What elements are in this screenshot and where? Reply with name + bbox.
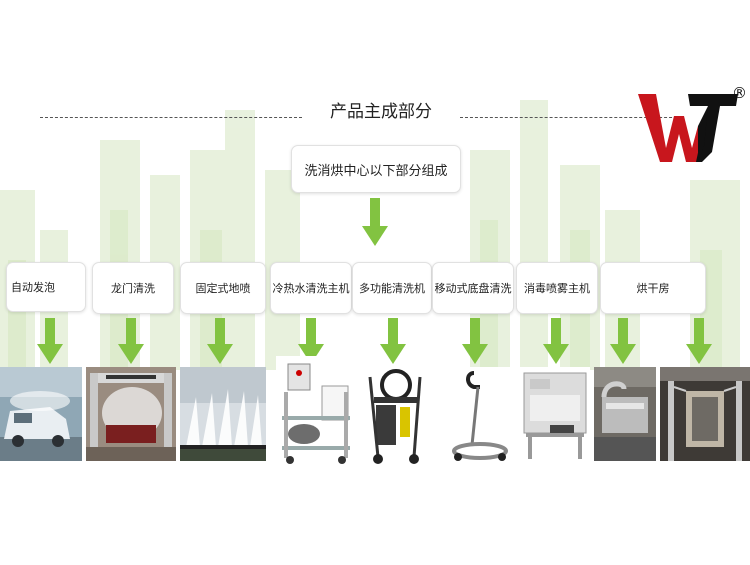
component-box-mobile-chassis-wash: 移动式底盘清洗 [432,262,514,314]
down-arrow-icon [380,318,406,364]
down-arrow-icon [362,198,388,246]
down-arrow-icon [37,318,63,364]
page-title: 产品主成部分 [330,102,432,122]
fixed-ground-spray-photo [180,367,266,461]
center-box: 洗消烘中心以下部分组成 [291,145,461,193]
down-arrow-icon [118,318,144,364]
multi-washer-photo [360,367,432,465]
component-box-hot-cold-washer: 冷热水清洗主机 [270,262,352,314]
auto-foam-photo [0,367,82,461]
title-dashed-line-right [460,117,682,118]
drying-room-photo-1 [594,367,656,461]
mobile-chassis-wash-photo [444,367,516,465]
component-box-multi-washer: 多功能清洗机 [352,262,432,314]
component-box-gantry-wash: 龙门清洗 [92,262,174,314]
down-arrow-icon [686,318,712,364]
down-arrow-icon [207,318,233,364]
down-arrow-icon [610,318,636,364]
component-box-disinfection-sprayer: 消毒喷雾主机 [516,262,598,314]
down-arrow-icon [462,318,488,364]
component-box-fixed-ground-spray: 固定式地喷 [180,262,266,314]
down-arrow-icon [298,318,324,364]
component-box-auto-foam: 自动发泡 [6,262,86,312]
title-row: 产品主成部分 [0,98,750,128]
drying-room-photo-2 [660,367,750,461]
title-dashed-line-left [40,117,302,118]
disinfection-sprayer-photo [520,367,590,461]
down-arrow-icon [543,318,569,364]
registered-mark: ® [732,84,747,102]
brand-logo: ® [638,84,748,170]
component-box-drying-room: 烘干房 [600,262,706,314]
hot-cold-washer-photo [276,356,356,466]
gantry-wash-photo [86,367,176,461]
